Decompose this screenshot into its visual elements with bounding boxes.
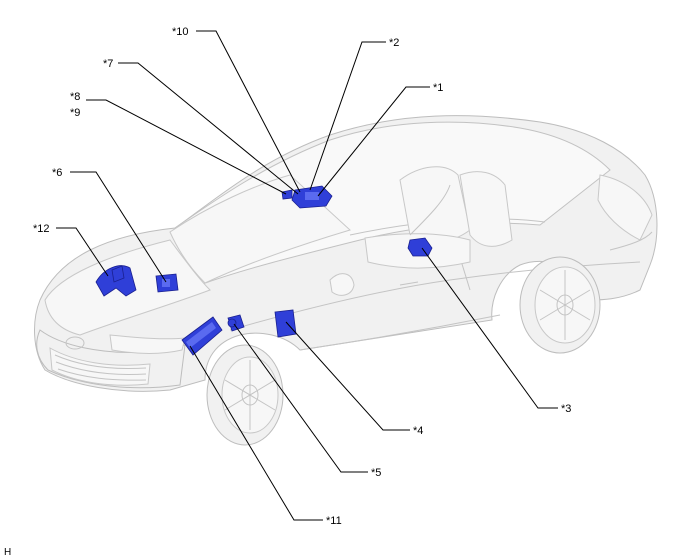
component-front-corner-module [181, 316, 223, 356]
component-door-area [274, 309, 297, 338]
leader-5 [233, 323, 368, 473]
callout-11: *11 [326, 515, 342, 527]
callout-8: *8 [70, 91, 80, 103]
leader-3 [421, 247, 558, 409]
callout-2: *2 [389, 37, 399, 49]
callout-6: *6 [52, 167, 62, 179]
leader-7 [118, 62, 299, 195]
leader-4 [285, 321, 410, 431]
callout-1: *1 [433, 82, 443, 94]
leader-10 [196, 30, 301, 193]
leader-6 [70, 171, 167, 283]
rear-wheel [519, 256, 601, 354]
callout-3: *3 [561, 403, 571, 415]
callout-5: *5 [371, 467, 381, 479]
callout-9: *9 [70, 107, 80, 119]
leader-lines [56, 30, 558, 521]
component-fender-unit [227, 314, 245, 332]
leader-12 [56, 227, 109, 277]
callout-4: *4 [413, 425, 423, 437]
components [95, 185, 433, 356]
leader-2 [309, 41, 386, 191]
leader-11 [189, 345, 323, 521]
corner-mark: H [4, 547, 11, 558]
callout-labels: *1 *2 *3 *4 *5 *6 *7 *8 *9 *10 *11 *12 H [4, 26, 571, 558]
component-engine-bay-unit [155, 273, 179, 293]
leader-8-9 [86, 99, 287, 195]
leader-1 [317, 86, 430, 197]
callout-12: *12 [33, 223, 50, 235]
front-wheel [206, 344, 284, 446]
callout-7: *7 [103, 58, 113, 70]
callout-10: *10 [172, 26, 189, 38]
car-body [34, 115, 658, 446]
